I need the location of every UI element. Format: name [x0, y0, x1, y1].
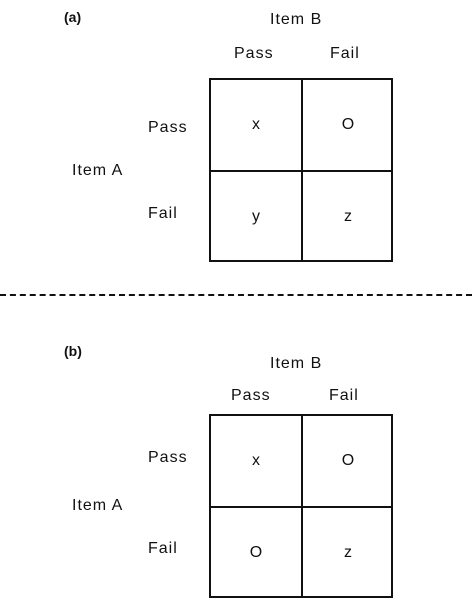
row-label-pass: Pass — [148, 449, 188, 466]
table-cell: O — [249, 544, 263, 561]
row-label-pass: Pass — [148, 119, 188, 136]
col-label-fail: Fail — [329, 387, 359, 404]
table-cell: O — [341, 116, 355, 133]
grid-divider — [211, 506, 391, 508]
col-label-pass: Pass — [231, 387, 271, 404]
table-cell: x — [252, 452, 260, 469]
dashed-divider — [0, 294, 472, 296]
item-a-title: Item A — [72, 497, 124, 514]
item-a-title: Item A — [72, 162, 124, 179]
contingency-table: x O y z — [209, 78, 393, 262]
table-cell: O — [341, 452, 355, 469]
row-label-fail: Fail — [148, 540, 178, 557]
row-label-fail: Fail — [148, 205, 178, 222]
panel-label: (a) — [64, 9, 82, 25]
table-cell: z — [344, 544, 352, 561]
grid-divider — [211, 170, 391, 172]
item-b-title: Item B — [270, 11, 323, 28]
col-label-pass: Pass — [234, 45, 274, 62]
item-b-title: Item B — [270, 355, 323, 372]
col-label-fail: Fail — [330, 45, 360, 62]
table-cell: y — [252, 208, 260, 225]
table-cell: z — [344, 208, 352, 225]
table-cell: x — [252, 116, 260, 133]
panel-label: (b) — [64, 343, 82, 359]
contingency-table: x O O z — [209, 414, 393, 598]
